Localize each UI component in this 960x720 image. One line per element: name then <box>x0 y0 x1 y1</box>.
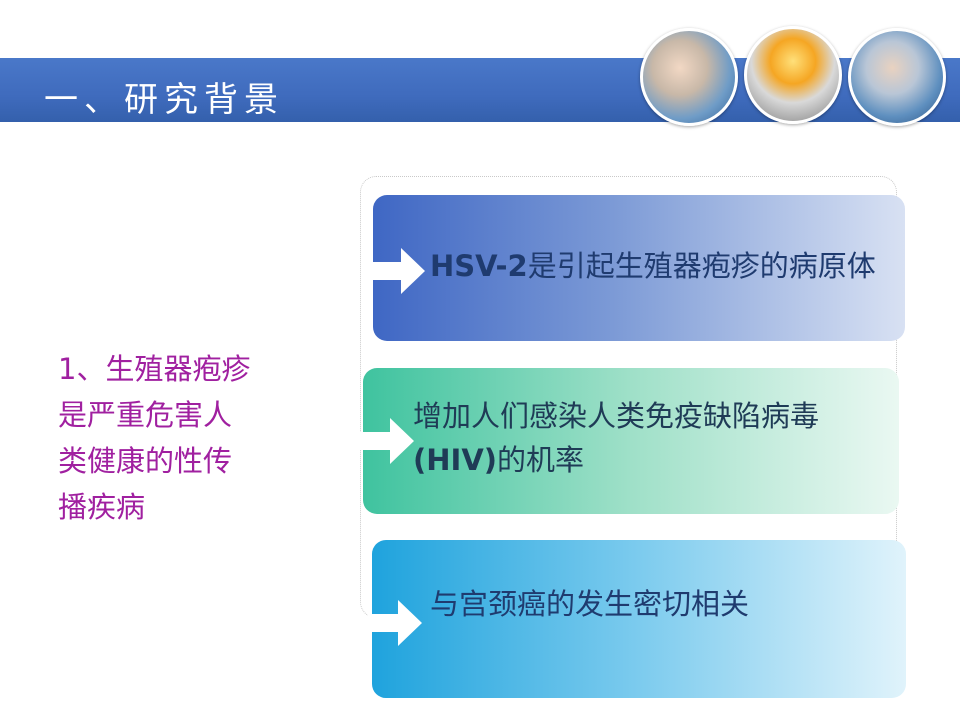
arrow-right-icon <box>371 248 425 294</box>
point-1-body: 是引起生殖器疱疹的病原体 <box>527 249 876 283</box>
doctor-photo <box>640 28 738 126</box>
point-2-part-a: 增加人们感染人类免疫缺陷病毒 <box>413 399 820 433</box>
point-text-1: HSV-2是引起生殖器疱疹的病原体 <box>430 244 900 288</box>
side-heading: 1、生殖器疱疹是严重危害人类健康的性传播疾病 <box>58 352 251 524</box>
hiv-label: (HIV) <box>413 443 498 477</box>
point-2-part-b: 的机率 <box>497 443 585 477</box>
hsv2-label: HSV-2 <box>430 249 528 283</box>
surgeon-photo <box>848 28 946 126</box>
point-text-2: 增加人们感染人类免疫缺陷病毒 (HIV)的机率 <box>413 394 883 482</box>
point-text-3: 与宫颈癌的发生密切相关 <box>430 587 750 621</box>
point-box-1 <box>373 195 905 341</box>
slide-title: 一、研究背景 <box>44 80 284 120</box>
point-box-3 <box>372 540 906 698</box>
pills-photo <box>744 26 842 124</box>
point-box-2 <box>363 368 899 514</box>
arrow-right-icon <box>368 600 422 646</box>
arrow-right-icon <box>360 418 414 464</box>
